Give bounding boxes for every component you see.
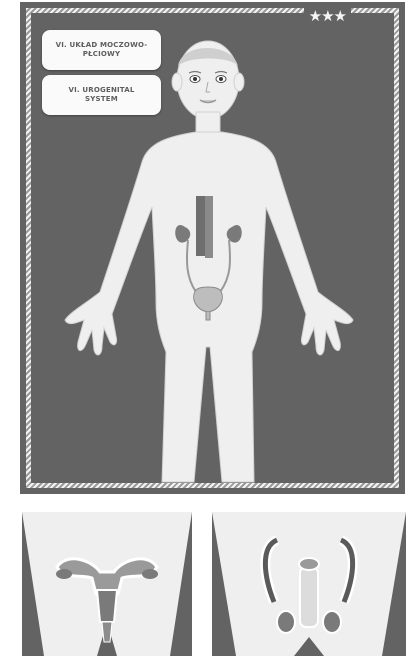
male-panel [212,512,406,656]
body-silhouette-icon [65,41,353,482]
female-panel [22,512,192,656]
human-figure [20,2,405,494]
male-reproductive-organs-icon [212,512,406,656]
body-poster: ★★★ VI. UKŁAD MOCZOWO- PŁCIOWY VI. UROGE… [20,2,405,494]
female-reproductive-organs-icon [22,512,192,656]
